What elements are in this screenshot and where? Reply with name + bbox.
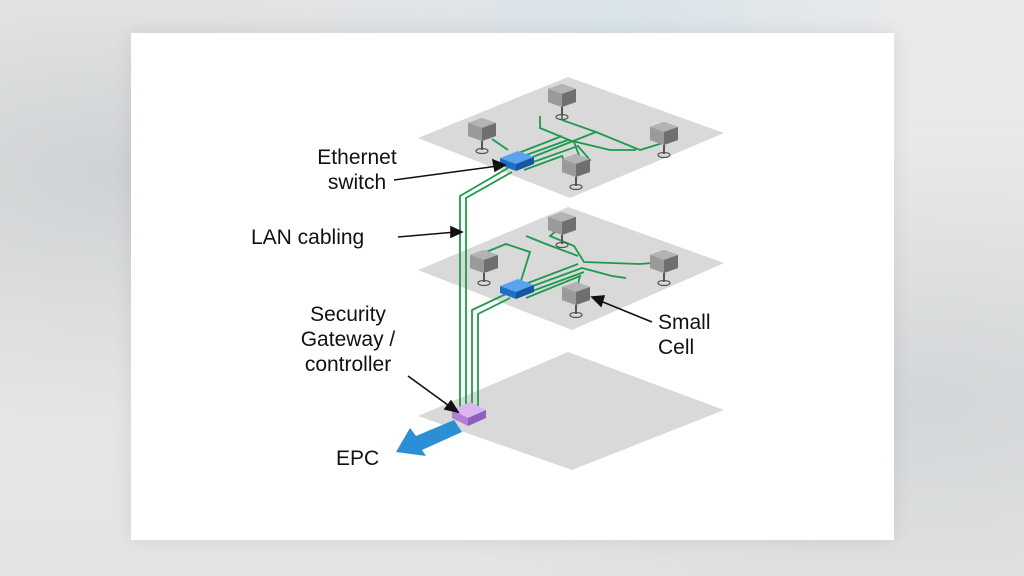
- security-gateway-label-line2: Gateway /: [300, 328, 396, 351]
- small-cell-label-line1: Small: [658, 311, 711, 334]
- ethernet-switch-label-line2: switch: [327, 171, 387, 194]
- diagram-card: [131, 33, 894, 540]
- security-gateway-label: Security Gateway / controller: [286, 302, 410, 377]
- ethernet-switch-label: Ethernet switch: [298, 145, 416, 195]
- epc-arrow-icon: [396, 420, 462, 456]
- floor-bottom: [418, 352, 724, 470]
- small-cell-label: Small Cell: [658, 310, 711, 360]
- lan-cabling-label: LAN cabling: [251, 226, 365, 249]
- epc-label: EPC: [336, 447, 380, 470]
- ethernet-switch-label-line1: Ethernet: [317, 146, 397, 169]
- riser-cabling: [459, 167, 513, 408]
- security-gateway-label-line3: controller: [304, 353, 392, 376]
- security-gateway-icon: [452, 402, 486, 426]
- security-gateway-label-line1: Security: [310, 303, 386, 326]
- small-cell-label-line2: Cell: [658, 336, 695, 359]
- pointer-arrows: [393, 158, 653, 414]
- network-diagram: [393, 77, 724, 470]
